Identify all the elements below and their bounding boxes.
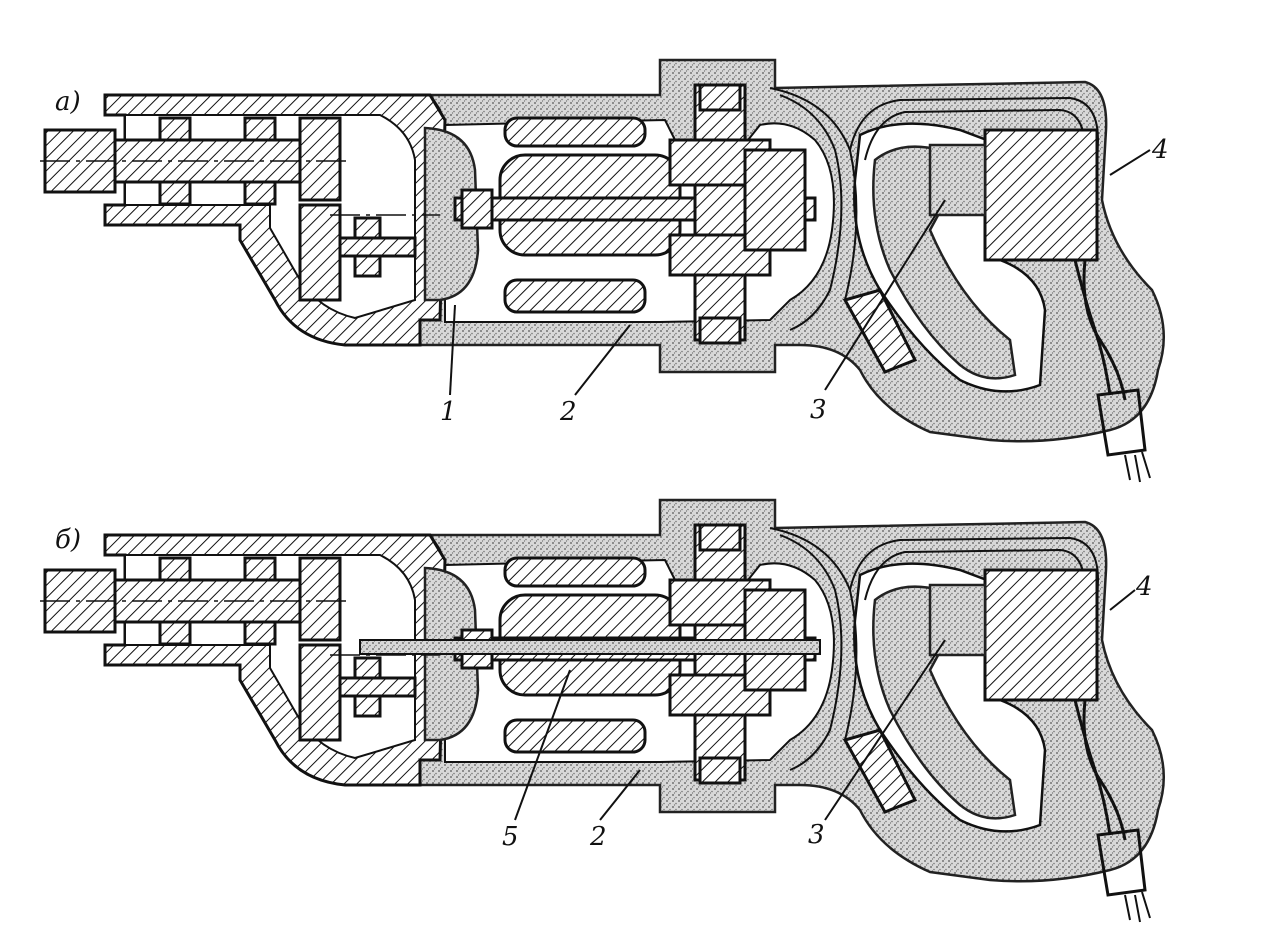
panel-a: а) 1 2 3 4 bbox=[38, 58, 1169, 484]
label-a-2: 2 bbox=[559, 397, 577, 427]
leader-a-4 bbox=[1109, 149, 1151, 176]
leader-b-5 bbox=[514, 669, 571, 821]
label-a-1: 1 bbox=[440, 397, 457, 427]
panel-b: б) 5 2 3 4 bbox=[38, 498, 1166, 924]
label-b-3: 3 bbox=[808, 820, 825, 850]
label-b-2: 2 bbox=[589, 822, 607, 852]
hollow-shaft-b bbox=[359, 639, 821, 655]
leader-a-1 bbox=[449, 304, 456, 396]
leader-b-2 bbox=[599, 769, 641, 821]
label-b-4: 4 bbox=[1135, 572, 1153, 602]
label-a-3: 3 bbox=[810, 395, 827, 425]
leader-b-4 bbox=[1109, 589, 1136, 611]
panel-a-tag: а) bbox=[55, 87, 81, 117]
label-b-5: 5 bbox=[502, 822, 519, 852]
leader-a-2 bbox=[574, 324, 631, 396]
leader-a-3 bbox=[824, 199, 946, 391]
label-a-4: 4 bbox=[1151, 135, 1169, 165]
drill-section-a bbox=[38, 58, 1166, 484]
leader-b-3 bbox=[824, 639, 946, 821]
panel-b-tag: б) bbox=[55, 525, 81, 555]
drill-section-b bbox=[38, 498, 1166, 924]
